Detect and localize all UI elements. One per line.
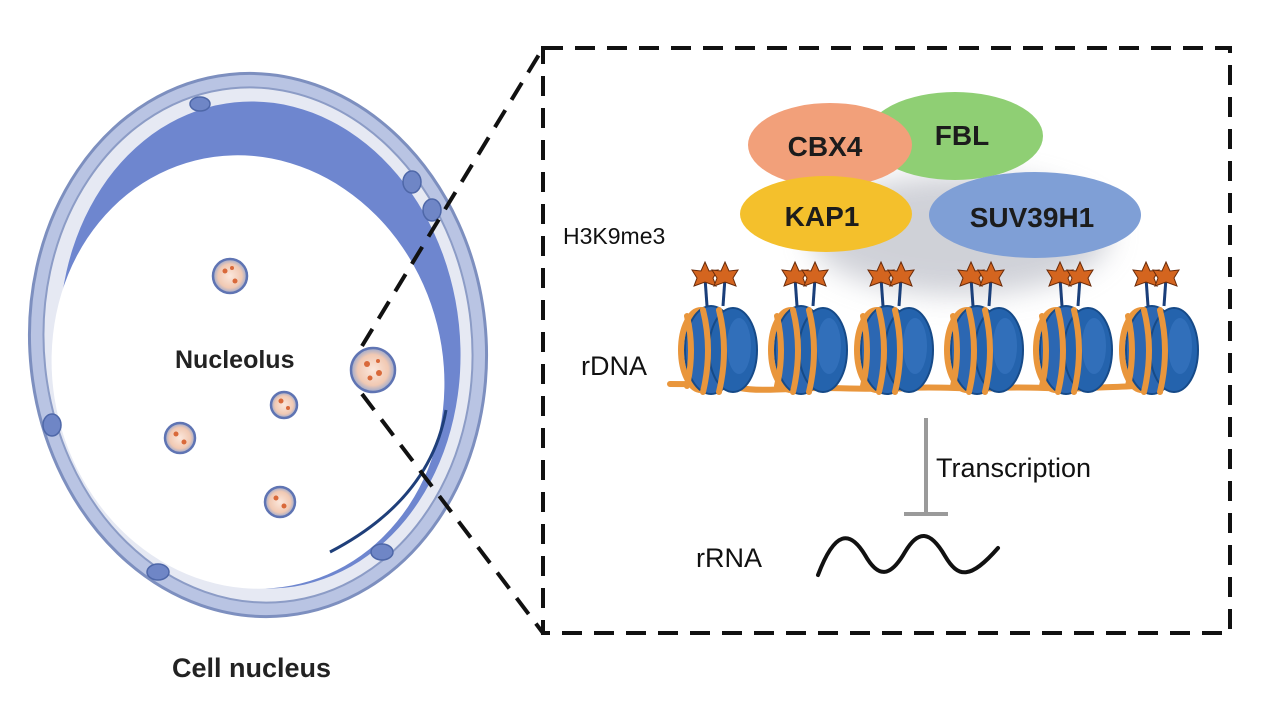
cell-nucleus: Nucleolus xyxy=(27,71,489,619)
protein-kap1-label: KAP1 xyxy=(785,201,860,232)
protein-cbx4-label: CBX4 xyxy=(788,131,863,162)
nucleolus-dots xyxy=(163,257,397,519)
protein-cbx4 xyxy=(748,103,912,187)
cell-nucleus-label: Cell nucleus xyxy=(172,653,331,683)
nucleosome xyxy=(681,262,757,394)
protein-suv39h1-label: SUV39H1 xyxy=(970,202,1095,233)
h3k9me3-label: H3K9me3 xyxy=(563,223,665,249)
nuclear-pores xyxy=(42,96,442,581)
envelope-shadow-arc xyxy=(329,409,448,554)
nucleus-interior xyxy=(51,155,445,589)
protein-kap1 xyxy=(740,176,912,252)
transcription-label: Transcription xyxy=(936,453,1091,483)
rrna-label: rRNA xyxy=(696,543,762,573)
nucleolus-label: Nucleolus xyxy=(175,346,294,374)
protein-complex: FBL CBX4 KAP1 SUV39H1 xyxy=(740,92,1141,258)
protein-fbl-label: FBL xyxy=(935,120,989,151)
protein-fbl xyxy=(867,92,1043,180)
nucleosome xyxy=(771,262,847,394)
rdna-label: rDNA xyxy=(581,351,647,381)
nucleosome xyxy=(1122,262,1198,394)
protein-suv39h1 xyxy=(929,172,1141,258)
zoom-box xyxy=(541,46,1232,635)
inhibition-arrow xyxy=(904,418,948,516)
zoom-lines xyxy=(360,46,545,635)
rrna-wave xyxy=(816,534,1000,577)
